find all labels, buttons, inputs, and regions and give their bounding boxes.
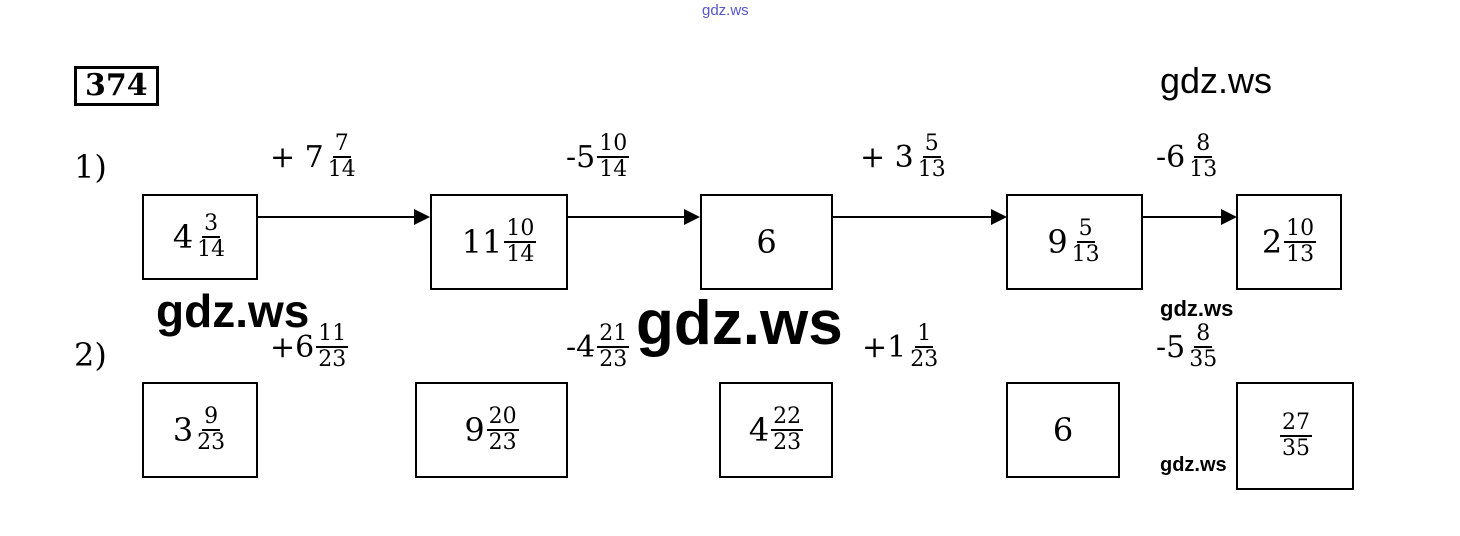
watermark-right-bottom: gdz.ws [1160,454,1227,476]
row1-arrow-3 [833,209,1007,225]
task-number: 374 [74,66,159,106]
watermark-right-mid: gdz.ws [1160,296,1234,321]
header-watermark: gdz.ws [702,2,749,19]
row1-label: 1) [74,148,107,186]
row1-arrow-4 [1143,209,1237,225]
watermark-center: gdz.ws [636,289,843,358]
row1-box: 6 [700,194,833,290]
watermark-top-right: gdz.ws [1160,60,1273,101]
row1-arrow-1 [258,209,430,225]
row1-arrow-2 [568,209,700,225]
row2-label: 2) [74,336,107,374]
row2-box: 6 [1006,382,1120,478]
watermark-left: gdz.ws [156,285,310,337]
